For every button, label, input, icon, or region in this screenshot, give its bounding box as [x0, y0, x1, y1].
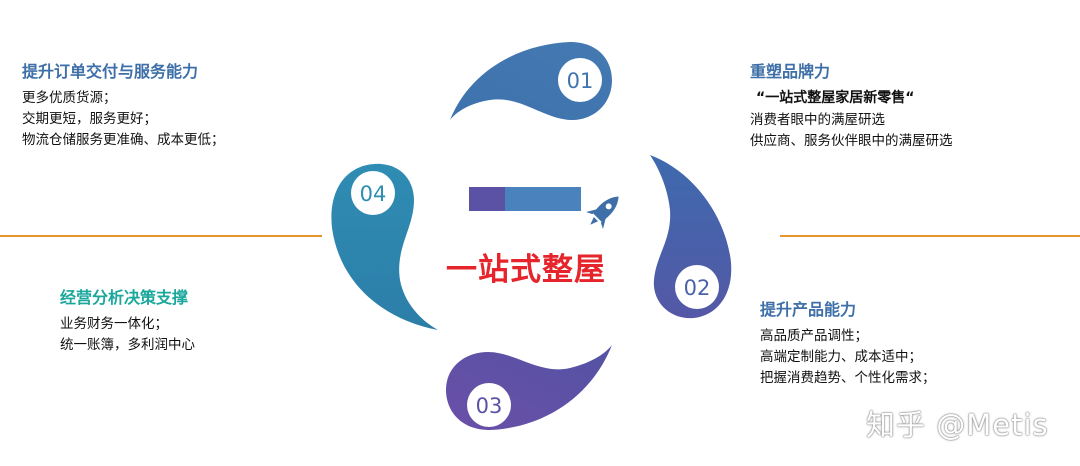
block-title: 重塑品牌力	[750, 62, 831, 81]
block-title: 提升产品能力	[760, 300, 857, 319]
step-02-number: 02	[684, 276, 711, 300]
block-line: 供应商、服务伙伴眼中的满屋研选	[750, 133, 953, 149]
step-03-circle	[467, 383, 511, 427]
step-02-circle	[675, 265, 719, 309]
block-line: 把握消费趋势、个性化需求；	[760, 370, 936, 386]
block-brand: 重塑品牌力 “一站式整屋家居新零售“ 消费者眼中的满屋研选 供应商、服务伙伴眼中…	[750, 62, 953, 152]
right-divider-line	[780, 235, 1080, 237]
block-line: 高端定制能力、成本适中；	[760, 349, 922, 365]
watermark: 知乎 @Metis	[866, 408, 1049, 442]
block-line: 业务财务一体化；	[60, 316, 168, 332]
block-product: 提升产品能力 高品质产品调性； 高端定制能力、成本适中； 把握消费趋势、个性化需…	[760, 300, 936, 389]
block-title: 提升订单交付与服务能力	[22, 62, 199, 81]
block-analysis: 经营分析决策支撑 业务财务一体化； 统一账簿，多利润中心	[60, 288, 195, 356]
step-01-circle	[558, 58, 602, 102]
center-title: 一站式整屋	[446, 252, 606, 288]
block-line: 物流仓储服务更准确、成本更低；	[22, 132, 225, 148]
block-title: 经营分析决策支撑	[60, 288, 189, 307]
step-04-circle	[351, 171, 395, 215]
rocket-icon	[586, 196, 619, 229]
block-line: 消费者眼中的满屋研选	[750, 112, 885, 128]
block-order-delivery: 提升订单交付与服务能力 更多优质货源； 交期更短，服务更好； 物流仓储服务更准确…	[22, 62, 225, 151]
left-divider-line	[0, 235, 322, 237]
step-04-number: 04	[360, 182, 387, 206]
block-quote: “一站式整屋家居新零售“	[756, 90, 915, 106]
block-line: 统一账簿，多利润中心	[60, 337, 195, 353]
block-line: 交期更短，服务更好；	[22, 111, 157, 127]
step-03-number: 03	[476, 394, 503, 418]
step-01-number: 01	[567, 69, 594, 93]
block-line: 更多优质货源；	[22, 90, 117, 106]
block-line: 高品质产品调性；	[760, 328, 868, 344]
center-bar-accent	[469, 187, 505, 211]
